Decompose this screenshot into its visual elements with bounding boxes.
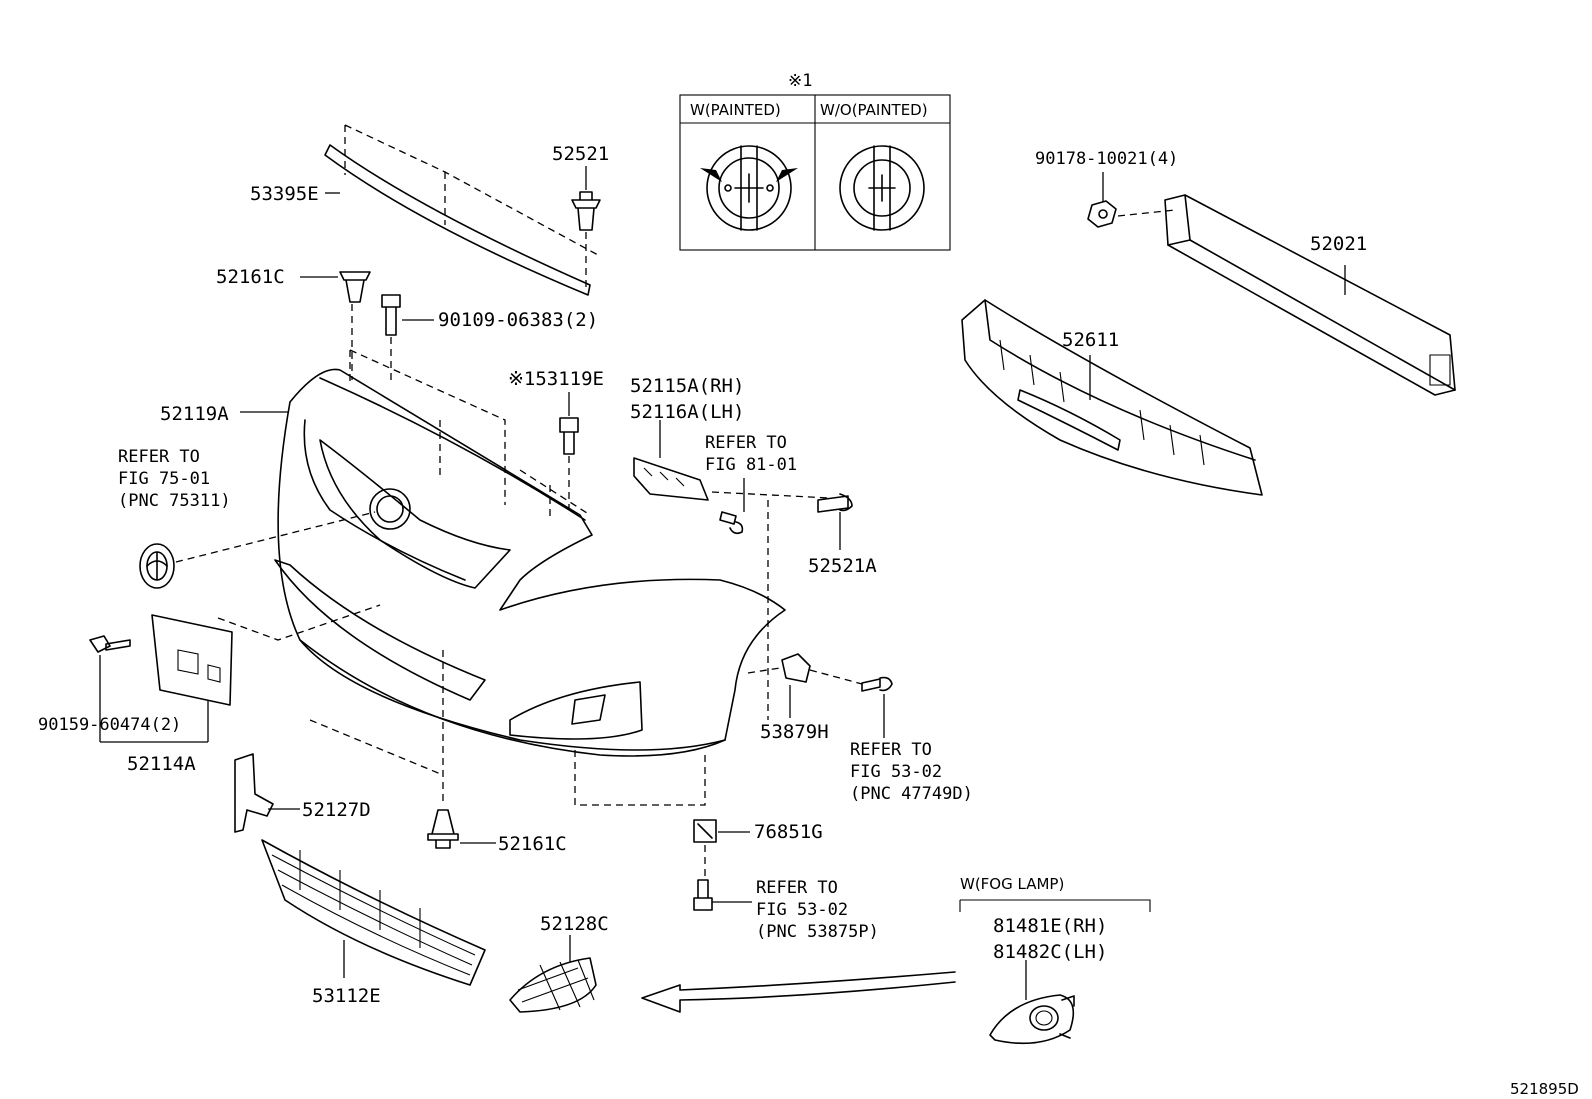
part-76851G-clip xyxy=(574,750,750,880)
bottom-screw xyxy=(693,879,752,911)
label-52611: 52611 xyxy=(1062,329,1119,351)
refer-emblem-3: (PNC 75311) xyxy=(118,491,231,511)
label-53119E: ※153119E xyxy=(508,368,604,390)
unpainted-clip-icon xyxy=(839,145,925,231)
part-81481E-fog-lamp xyxy=(989,960,1075,1045)
refer-bottom-1: REFER TO xyxy=(756,878,838,898)
label-52521A: 52521A xyxy=(808,555,877,577)
label-90159: 90159-60474(2) xyxy=(38,715,181,735)
diagram-number: 521895D xyxy=(1510,1080,1579,1098)
label-53112E: 53112E xyxy=(312,985,381,1007)
refer-bracket-1: REFER TO xyxy=(705,433,787,453)
part-52161C-clip-bottom xyxy=(309,650,496,849)
refer-bottom-2: FIG 53-02 xyxy=(756,900,848,920)
fog-group-label: W(FOG LAMP) xyxy=(960,875,1064,893)
label-52021: 52021 xyxy=(1310,233,1367,255)
direction-arrow-icon xyxy=(641,971,956,1013)
part-52119A-bumper-cover xyxy=(240,349,786,757)
label-52161C-top: 52161C xyxy=(216,266,285,288)
part-90159-bolt xyxy=(89,635,208,743)
part-53879H-retainer xyxy=(747,653,863,718)
part-53112E-grille xyxy=(261,839,486,986)
paint-inset: ※1 W(PAINTED) W/O(PAINTED) xyxy=(679,71,951,251)
painted-clip-icon xyxy=(700,145,798,231)
refer-fog-2: FIG 53-02 xyxy=(850,762,942,782)
refer-bracket-2: FIG 81-01 xyxy=(705,455,797,475)
part-emblem xyxy=(139,511,376,589)
part-52611-absorber xyxy=(961,299,1263,496)
label-52128C: 52128C xyxy=(540,913,609,935)
label-52119A: 52119A xyxy=(160,403,229,425)
bracket-screw xyxy=(719,478,745,535)
label-52161C-bottom: 52161C xyxy=(498,833,567,855)
label-52521: 52521 xyxy=(552,143,609,165)
refer-bottom-3: (PNC 53875P) xyxy=(756,922,879,942)
inset-unpainted-header: W/O(PAINTED) xyxy=(820,101,928,119)
part-52521-clip xyxy=(571,166,601,290)
label-52127D: 52127D xyxy=(302,799,371,821)
label-81482C: 81482C(LH) xyxy=(993,941,1107,963)
refer-emblem-2: FIG 75-01 xyxy=(118,469,210,489)
part-52114A-license-bracket xyxy=(151,604,381,742)
part-52115A-bracket xyxy=(633,420,831,501)
label-53879H: 53879H xyxy=(760,721,829,743)
label-76851G: 76851G xyxy=(754,821,823,843)
label-90109: 90109-06383(2) xyxy=(438,309,598,331)
fog-screw xyxy=(861,676,893,738)
refer-fog-1: REFER TO xyxy=(850,740,932,760)
part-52521A-clip xyxy=(767,493,853,720)
refer-fog-3: (PNC 47749D) xyxy=(850,784,973,804)
inset-marker: ※1 xyxy=(788,71,812,91)
label-52116A: 52116A(LH) xyxy=(630,401,744,423)
label-81481E: 81481E(RH) xyxy=(993,915,1107,937)
part-53395E-strip xyxy=(324,124,599,296)
part-52161C-clip-top xyxy=(300,271,371,380)
part-53119E-bolt xyxy=(559,392,579,510)
part-52128C-cover xyxy=(509,935,597,1013)
part-52021-reinforcement xyxy=(1164,194,1456,396)
label-52115A: 52115A(RH) xyxy=(630,375,744,397)
refer-emblem-1: REFER TO xyxy=(118,447,200,467)
part-90178-nut xyxy=(1087,172,1176,228)
label-53395E: 53395E xyxy=(250,183,319,205)
label-52114A: 52114A xyxy=(127,753,196,775)
part-52127D-bracket xyxy=(234,753,300,833)
part-90109-bolt xyxy=(381,294,434,380)
fog-lamp-group: W(FOG LAMP) xyxy=(959,875,1151,1045)
inset-painted-header: W(PAINTED) xyxy=(690,101,781,119)
label-90178: 90178-10021(4) xyxy=(1035,149,1178,169)
